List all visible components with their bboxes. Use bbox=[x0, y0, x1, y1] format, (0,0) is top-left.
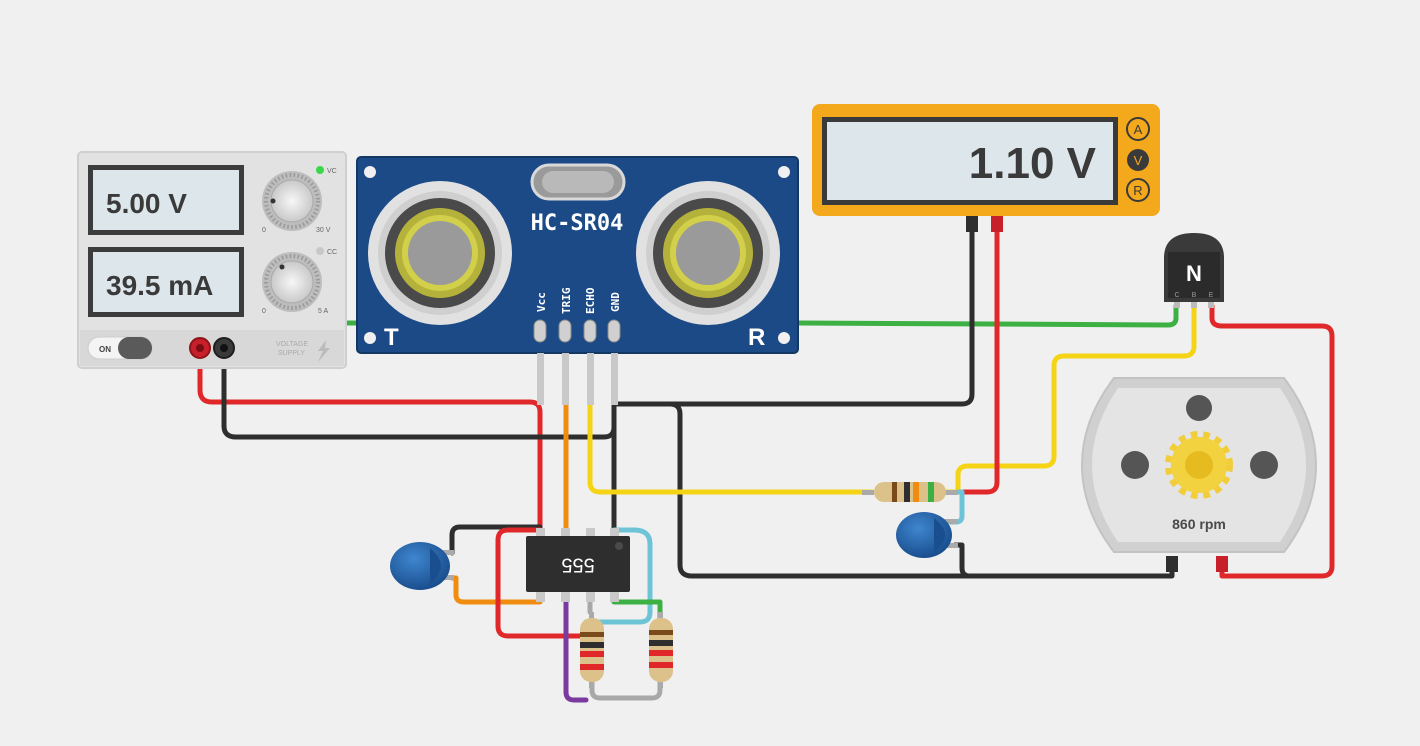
wire-black-cap2[interactable] bbox=[952, 542, 973, 579]
vc-label: VC bbox=[327, 168, 337, 175]
npn-transistor[interactable]: N C B E bbox=[1164, 233, 1224, 308]
mode-label-a: A bbox=[1134, 122, 1143, 137]
resistor-timer-2[interactable] bbox=[649, 612, 673, 688]
mode-button-r[interactable]: R bbox=[1126, 178, 1150, 202]
pin-label-gnd: GND bbox=[609, 292, 622, 312]
cc-label: CC bbox=[327, 249, 337, 256]
timer-label: 555 bbox=[561, 554, 594, 576]
mount-hole-icon bbox=[364, 332, 376, 344]
ultrasonic-sensor[interactable]: HC-SR04 T R Vcc TRIG ECHO GND bbox=[356, 156, 799, 354]
pin-label-echo: ECHO bbox=[584, 287, 597, 314]
sensor-pin-trig[interactable] bbox=[558, 319, 572, 343]
wire-yellow-echo[interactable] bbox=[587, 401, 875, 495]
current-knob-max: 5 A bbox=[318, 308, 328, 315]
gear-icon bbox=[1165, 431, 1233, 499]
multimeter[interactable]: 1.10 V A V R bbox=[812, 104, 1160, 232]
current-knob-min: 0 bbox=[262, 308, 266, 315]
wire-orange-cap[interactable] bbox=[449, 575, 543, 605]
voltage-readout: 5.00 V bbox=[106, 188, 187, 219]
motor-screw-icon bbox=[1250, 451, 1278, 479]
mount-hole-icon bbox=[778, 332, 790, 344]
current-readout: 39.5 mA bbox=[106, 270, 213, 301]
motor-speed-readout: 860 rpm bbox=[1172, 516, 1226, 532]
mode-button-a[interactable]: A bbox=[1126, 117, 1150, 141]
wire-green-555[interactable] bbox=[611, 599, 663, 623]
wire-black-cap1[interactable] bbox=[449, 524, 543, 556]
transistor-pin-c: C bbox=[1174, 292, 1179, 299]
power-switch-label: ON bbox=[99, 345, 111, 354]
wire-yellow-base[interactable] bbox=[943, 303, 1197, 495]
vc-indicator-icon bbox=[316, 166, 324, 174]
wire-green-transistor[interactable] bbox=[795, 303, 1179, 328]
sensor-pin-gnd[interactable] bbox=[607, 319, 621, 343]
dc-motor[interactable]: 860 rpm bbox=[1080, 377, 1318, 572]
brand-line1: VOLTAGE bbox=[276, 341, 308, 348]
transistor-pin-e: E bbox=[1209, 292, 1214, 299]
wire-red-vcc[interactable] bbox=[197, 345, 543, 533]
sensor-pin-echo[interactable] bbox=[583, 319, 597, 343]
wire-red-motor[interactable] bbox=[1209, 303, 1335, 579]
sensor-pin-vcc[interactable] bbox=[533, 319, 547, 343]
multimeter-probe-positive[interactable] bbox=[991, 216, 1003, 232]
motor-terminal-negative[interactable] bbox=[1166, 556, 1178, 572]
sensor-pin-legs bbox=[537, 353, 618, 405]
mode-button-v[interactable]: V bbox=[1127, 149, 1149, 171]
transmitter-label: T bbox=[384, 324, 399, 351]
resistor-base[interactable] bbox=[862, 482, 958, 502]
transmitter-transducer bbox=[368, 181, 512, 325]
timer-555[interactable]: 555 bbox=[526, 528, 630, 602]
voltage-knob-min: 0 bbox=[262, 227, 266, 234]
voltage-knob[interactable] bbox=[262, 171, 322, 231]
mount-hole-icon bbox=[778, 166, 790, 178]
transistor-pin-b: B bbox=[1192, 292, 1197, 299]
multimeter-probe-negative[interactable] bbox=[966, 216, 978, 232]
capacitor-base[interactable] bbox=[896, 512, 958, 558]
cc-indicator-icon bbox=[316, 247, 324, 255]
wire-red-multimeter[interactable] bbox=[959, 227, 1000, 495]
mode-label-r: R bbox=[1133, 183, 1142, 198]
power-supply[interactable]: 5.00 V 39.5 mA VC CC 0 30 V 0 5 A bbox=[77, 151, 347, 369]
transistor-type-label: N bbox=[1186, 261, 1202, 286]
voltage-knob-max: 30 V bbox=[316, 227, 331, 234]
mount-hole-icon bbox=[364, 166, 376, 178]
wire-purple-555[interactable] bbox=[563, 599, 589, 703]
multimeter-readout: 1.10 V bbox=[969, 139, 1097, 188]
capacitor-timer[interactable] bbox=[390, 542, 454, 590]
pin-label-trig: TRIG bbox=[560, 287, 573, 314]
receiver-label: R bbox=[748, 324, 765, 351]
brand-line2: SUPPLY bbox=[278, 350, 305, 357]
current-knob[interactable] bbox=[262, 252, 322, 312]
wire-red-555-loop[interactable] bbox=[495, 527, 589, 639]
power-switch[interactable]: ON bbox=[87, 336, 153, 360]
wire-cyan-555[interactable] bbox=[583, 527, 653, 625]
resistor-timer-1[interactable] bbox=[580, 612, 604, 688]
wires bbox=[197, 227, 1335, 703]
wire-black-multimeter[interactable] bbox=[611, 227, 975, 407]
pin-label-vcc: Vcc bbox=[535, 292, 548, 312]
motor-screw-icon bbox=[1186, 395, 1212, 421]
wire-gray-resistors[interactable] bbox=[589, 677, 663, 701]
lightning-icon bbox=[318, 340, 330, 362]
motor-terminal-positive[interactable] bbox=[1216, 556, 1228, 572]
mode-label-v: V bbox=[1134, 153, 1143, 168]
wire-cyan-rc[interactable] bbox=[947, 489, 965, 525]
receiver-transducer bbox=[636, 181, 780, 325]
motor-screw-icon bbox=[1121, 451, 1149, 479]
wire-black-motor[interactable] bbox=[611, 401, 1175, 579]
sensor-model-label: HC-SR04 bbox=[531, 211, 624, 236]
